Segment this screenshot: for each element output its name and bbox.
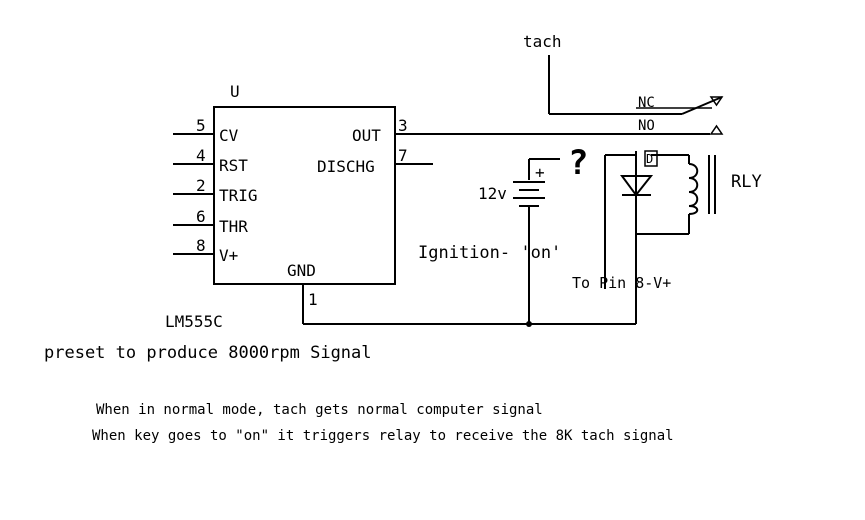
pin-dischg-name: DISCHG: [317, 157, 375, 176]
pin-thr-number: 6: [196, 207, 206, 226]
ignition-label: Ignition- 'on': [418, 243, 561, 263]
pin-vplus-number: 8: [196, 236, 206, 255]
pin-cv-name: CV: [219, 126, 239, 145]
battery-voltage-label: 12v: [478, 184, 507, 203]
pin-trig-name: TRIG: [219, 186, 258, 205]
pin-vplus-name: V+: [219, 246, 238, 265]
relay-coil-icon: [688, 163, 699, 215]
chip-part-label: LM555C: [165, 312, 223, 331]
relay-no-label: NO: [638, 118, 655, 134]
pin-cv-number: 5: [196, 116, 206, 135]
pin-rst-name: RST: [219, 156, 248, 175]
relay-switch-arm: [681, 96, 723, 115]
relay-no-contact-icon: [709, 124, 724, 135]
battery-plus-label: +: [535, 163, 545, 182]
pin-dischg-number: 7: [398, 146, 408, 165]
tach-label: tach: [523, 32, 562, 51]
preset-note: preset to produce 8000rpm Signal: [44, 343, 372, 363]
chip-body: [213, 106, 396, 285]
relay-pin-label: D: [646, 152, 653, 166]
note-line-2: When key goes to "on" it triggers relay …: [92, 428, 674, 444]
pin-trig-number: 2: [196, 176, 206, 195]
relay-nc-label: NC: [638, 95, 655, 111]
chip-ref-label: U: [230, 82, 240, 101]
relay-label: RLY: [731, 172, 762, 192]
pin-out-name: OUT: [352, 126, 381, 145]
diode-icon: [620, 175, 654, 197]
relay-pin-box: [644, 150, 658, 167]
to-pin-label: To Pin 8-V+: [572, 274, 671, 292]
pin-gnd-name: GND: [287, 261, 316, 280]
note-line-1: When in normal mode, tach gets normal co…: [96, 402, 543, 418]
pin-gnd-number: 1: [308, 290, 318, 309]
pin-rst-number: 4: [196, 146, 206, 165]
pin-out-number: 3: [398, 116, 408, 135]
pin-thr-name: THR: [219, 217, 248, 236]
question-mark: ?: [568, 143, 588, 183]
relay-nc-contact-icon: [709, 96, 724, 107]
